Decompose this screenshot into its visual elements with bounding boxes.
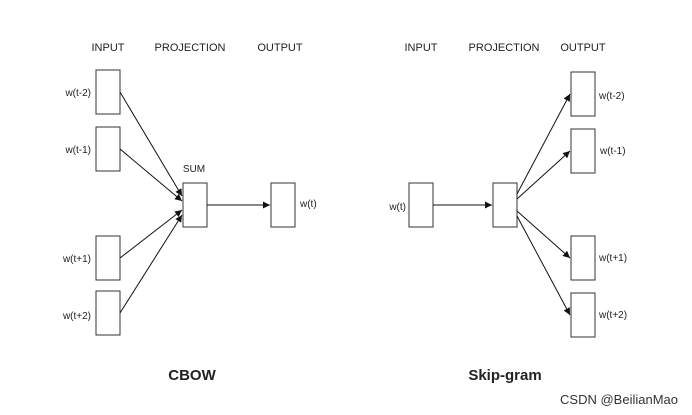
skipgram-arrow-4 <box>516 215 571 316</box>
cbow-input-box-4 <box>95 290 121 336</box>
skipgram-arrow-2 <box>516 150 571 200</box>
cbow-projection-box <box>182 182 208 228</box>
cbow-title: CBOW <box>168 367 216 384</box>
skipgram-output-header: OUTPUT <box>560 42 606 54</box>
cbow-input-label-1: w(t-2) <box>64 88 91 99</box>
skipgram-output-box-1 <box>570 71 596 117</box>
cbow-output-header: OUTPUT <box>257 42 303 54</box>
skipgram-arrow-1 <box>516 93 571 195</box>
cbow-input-box-3 <box>95 235 121 281</box>
skipgram-projection-box <box>492 182 518 228</box>
watermark-text: CSDN @BeilianMao <box>560 392 678 407</box>
cbow-arrow-3 <box>119 209 183 259</box>
skipgram-output-label-1: w(t-2) <box>598 91 625 102</box>
skipgram-input-box <box>408 182 434 228</box>
skipgram-title: Skip-gram <box>468 367 541 384</box>
cbow-input-label-3: w(t+1) <box>62 254 91 265</box>
cbow-input-label-4: w(t+2) <box>62 311 91 322</box>
skipgram-arrow-3 <box>516 210 571 259</box>
skipgram-output-label-4: w(t+2) <box>598 310 627 321</box>
skipgram-output-box-3 <box>570 235 596 281</box>
cbow-output-box <box>270 182 296 228</box>
cbow-sum-label: SUM <box>183 164 205 175</box>
cbow-input-header: INPUT <box>92 42 125 54</box>
skipgram-output-box-4 <box>570 292 596 338</box>
skipgram-diagram: INPUT PROJECTION OUTPUT w(t) w(t-2) w(t-… <box>388 42 627 384</box>
cbow-arrow-2 <box>119 148 183 202</box>
cbow-projection-header: PROJECTION <box>155 42 226 54</box>
cbow-input-label-2: w(t-1) <box>64 145 91 156</box>
skipgram-input-header: INPUT <box>405 42 438 54</box>
skipgram-input-label: w(t) <box>388 202 406 213</box>
cbow-input-box-2 <box>95 126 121 172</box>
skipgram-output-box-2 <box>570 128 596 174</box>
skipgram-projection-header: PROJECTION <box>469 42 540 54</box>
cbow-input-box-1 <box>95 69 121 115</box>
skipgram-output-label-2: w(t-1) <box>599 146 626 157</box>
cbow-arrow-1 <box>119 91 183 197</box>
cbow-diagram: INPUT PROJECTION OUTPUT w(t-2) w(t-1) w(… <box>62 42 317 384</box>
cbow-arrow-4 <box>119 214 183 314</box>
skipgram-output-label-3: w(t+1) <box>598 253 627 264</box>
cbow-output-label: w(t) <box>299 199 317 210</box>
